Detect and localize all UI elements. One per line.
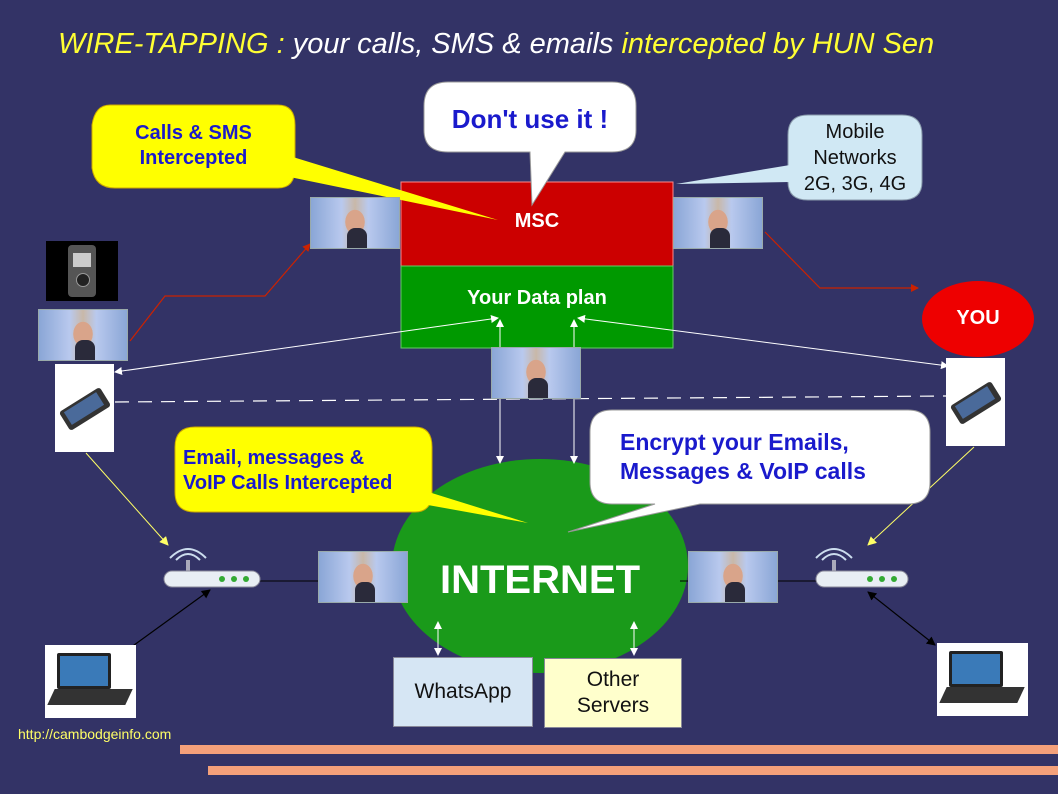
other-servers: Other Servers (544, 658, 682, 728)
laptop-left-icon (45, 645, 136, 718)
whatsapp-server: WhatsApp (393, 657, 533, 727)
callout-calls-sms-line1: Calls & SMS (135, 122, 252, 144)
interceptor-photo-internet-left (318, 551, 408, 603)
interceptor-photo-msc-left (310, 197, 400, 249)
callout-dont-use: Don't use it ! (451, 104, 609, 134)
internet-cloud (392, 459, 688, 673)
source-url: http://cambodgeinfo.com (18, 726, 172, 742)
recorder-device-icon (46, 241, 118, 301)
callout-mobile-line2: Networks (813, 147, 897, 169)
decor-stripe-bottom (208, 766, 1058, 775)
interceptor-photo-data-plan (491, 347, 581, 399)
callout-calls-sms-line2: Intercepted (139, 147, 248, 169)
callout-mobile-line3: 2G, 3G, 4G (803, 173, 907, 195)
title-part-wiretapping: WIRE-TAPPING : (58, 28, 293, 60)
other-servers-label-1: Other (586, 667, 640, 691)
other-servers-label-2: Servers (576, 694, 650, 717)
callout-email-line2: VoIP Calls Intercepted (183, 472, 393, 494)
you-label: YOU (956, 307, 1000, 329)
callout-email-line1: Email, messages & (183, 447, 365, 469)
you-node (922, 281, 1034, 357)
internet-label: INTERNET (440, 558, 640, 602)
decor-stripe-top (180, 745, 1058, 754)
callout-encrypt-line1: Encrypt your Emails, (620, 429, 849, 455)
interceptor-photo-msc-right (673, 197, 763, 249)
callout-mobile-line1: Mobile (825, 121, 885, 143)
page-title: WIRE-TAPPING : your calls, SMS & emails … (58, 28, 934, 61)
msc-label: MSC (514, 210, 560, 232)
callout-calls-sms: Calls & SMS Intercepted (92, 121, 295, 171)
whatsapp-label: WhatsApp (414, 680, 512, 703)
laptop-right-icon (937, 643, 1028, 716)
title-part-intercepted: intercepted by HUN Sen (621, 28, 935, 60)
callout-mobile-networks: Mobile Networks 2G, 3G, 4G (788, 119, 922, 197)
callout-email-intercepted: Email, messages & VoIP Calls Intercepted (183, 446, 433, 496)
callout-encrypt-line2: Messages & VoIP calls (620, 457, 866, 484)
smartphone-right-icon (946, 358, 1005, 446)
data-plan-label: Your Data plan (467, 287, 607, 309)
callout-encrypt: Encrypt your Emails, Messages & VoIP cal… (620, 428, 930, 486)
smartphone-left-icon (55, 364, 114, 452)
router-left (163, 548, 261, 588)
interceptor-photo-phone-left (38, 309, 128, 361)
router-right (815, 548, 909, 588)
title-part-calls: your calls, SMS & emails (292, 28, 622, 60)
interceptor-photo-internet-right (688, 551, 778, 603)
